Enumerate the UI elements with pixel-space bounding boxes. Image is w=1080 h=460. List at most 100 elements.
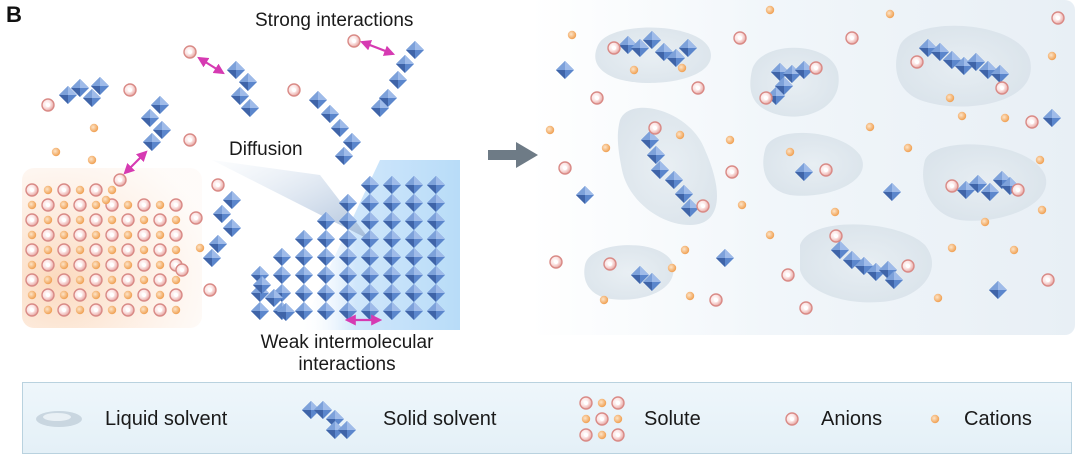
solvent-tile — [141, 109, 159, 127]
cation — [680, 245, 690, 255]
solute-anion — [89, 303, 103, 317]
cation — [903, 143, 913, 153]
solute-cation — [91, 290, 101, 300]
solid-solvent-tile — [317, 230, 335, 248]
solvent-tile — [151, 96, 169, 114]
anion — [549, 255, 563, 269]
solute-cation — [43, 185, 53, 195]
cation — [933, 293, 943, 303]
solute-cation — [155, 260, 165, 270]
solute-anion — [73, 258, 87, 272]
solute-anion — [57, 243, 71, 257]
solute-anion — [41, 228, 55, 242]
solute-cation — [27, 230, 37, 240]
solid-solvent-tile — [295, 248, 313, 266]
solute-anion — [169, 228, 183, 242]
cation — [89, 123, 99, 133]
cation — [685, 291, 695, 301]
solute-anion — [89, 273, 103, 287]
solid-solvent-icon — [302, 401, 356, 439]
solute-cation — [43, 305, 53, 315]
cation — [885, 9, 895, 19]
anion — [1041, 273, 1055, 287]
anion — [759, 91, 773, 105]
solute-anion — [169, 198, 183, 212]
solvent-tile — [227, 61, 245, 79]
solute-anion — [89, 243, 103, 257]
legend-label-anions: Anions — [821, 407, 883, 430]
solute-cation — [91, 230, 101, 240]
solute-anion — [73, 288, 87, 302]
solute-cation — [59, 200, 69, 210]
legend-item-liquid-solvent: Liquid solvent — [33, 383, 227, 455]
solute-cation — [75, 305, 85, 315]
interaction-double-arrow — [359, 40, 396, 56]
solute-cation — [123, 260, 133, 270]
solvent-tile — [223, 219, 241, 237]
cation — [1009, 245, 1019, 255]
solid-solvent-tile — [295, 266, 313, 284]
solute-anion — [41, 198, 55, 212]
legend: Liquid solvent Solid solvent Solute Anio… — [22, 382, 1072, 454]
solute-anion — [105, 258, 119, 272]
solvent-tile — [153, 121, 171, 139]
solute-anion — [57, 273, 71, 287]
solute-anion — [137, 228, 151, 242]
solute-cation — [123, 200, 133, 210]
legend-label-solid-solvent: Solid solvent — [383, 407, 497, 430]
anion — [1051, 11, 1065, 25]
cation — [865, 122, 875, 132]
solute-anion — [25, 183, 39, 197]
solvent-tile — [309, 91, 327, 109]
solvent-tile — [213, 205, 231, 223]
solvent-tile — [335, 147, 353, 165]
solute-cation — [139, 305, 149, 315]
cation — [765, 230, 775, 240]
solvent-tile — [321, 105, 339, 123]
anion — [558, 161, 572, 175]
anion — [901, 259, 915, 273]
anion — [175, 263, 189, 277]
legend-item-cations: Cations — [928, 383, 1032, 455]
diffusion-label: Diffusion — [229, 139, 303, 160]
solute-anion — [57, 213, 71, 227]
solid-solvent-tile — [295, 230, 313, 248]
cation — [1047, 51, 1057, 61]
solid-solvent-tile — [251, 302, 269, 320]
solute-anion — [25, 243, 39, 257]
cation — [101, 195, 111, 205]
anion — [799, 301, 813, 315]
cation — [947, 243, 957, 253]
solute-cation — [75, 245, 85, 255]
liquid-solvent-pocket — [750, 47, 839, 117]
cation — [675, 130, 685, 140]
cation — [567, 30, 577, 40]
cation — [830, 207, 840, 217]
cation — [87, 155, 97, 165]
anion — [819, 163, 833, 177]
cation — [51, 147, 61, 157]
solute-anion — [105, 228, 119, 242]
dissolution-diagram — [22, 0, 1075, 335]
solute-anion — [73, 228, 87, 242]
anion — [607, 41, 621, 55]
solute-anion — [121, 303, 135, 317]
anion — [347, 34, 361, 48]
solute-cation — [155, 230, 165, 240]
liquid-solvent-pocket — [617, 107, 717, 225]
anion — [1025, 115, 1039, 129]
solvent-tile — [343, 133, 361, 151]
cation-icon — [930, 414, 940, 424]
anion-icon — [785, 412, 799, 426]
solute-cation — [171, 275, 181, 285]
anion — [829, 229, 843, 243]
solute-anion — [89, 183, 103, 197]
solute-cation — [91, 200, 101, 210]
anion — [733, 31, 747, 45]
solute-cation — [59, 290, 69, 300]
solvent-tile — [331, 119, 349, 137]
cation — [545, 125, 555, 135]
solvent-tile — [239, 73, 257, 91]
legend-label-liquid-solvent: Liquid solvent — [105, 407, 228, 430]
cation — [677, 63, 687, 73]
